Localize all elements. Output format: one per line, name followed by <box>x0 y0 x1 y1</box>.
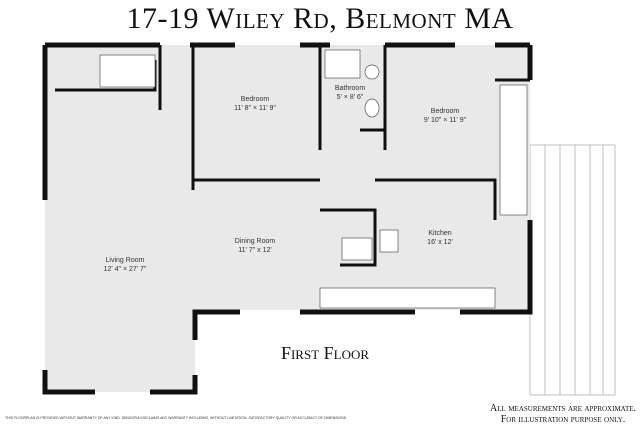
fixtures <box>99 49 528 309</box>
room-size: 9' 10" × 11' 9" <box>423 117 467 124</box>
walls <box>42 42 533 395</box>
room-name: Bedroom <box>430 108 460 115</box>
room-size: 5' × 8' 6" <box>336 94 364 101</box>
room-size: 12' 4" × 27' 7" <box>103 266 147 273</box>
room-size: 11' 7" x 12' <box>238 247 272 254</box>
room-bedroom-2: Bedroom 9' 10" × 11' 9" <box>405 107 485 125</box>
note-line-1: All measurements are approximate. <box>490 403 636 414</box>
room-bedroom-1: Bedroom 11' 8" × 11' 9" <box>215 95 295 113</box>
room-kitchen: Kitchen 16' x 12' <box>400 229 480 247</box>
room-name: Bathroom <box>334 85 366 92</box>
measurement-note: All measurements are approximate. For il… <box>490 403 636 425</box>
room-bathroom: Bathroom 5' × 8' 6" <box>325 84 375 102</box>
floor-label: First Floor <box>280 343 370 363</box>
shower <box>324 49 361 79</box>
room-dining: Dining Room 11' 7" x 12' <box>215 237 295 255</box>
toilet <box>364 98 380 118</box>
stairs <box>499 84 528 216</box>
counter <box>319 287 496 309</box>
fridge <box>341 237 373 261</box>
stove <box>379 229 399 253</box>
disclaimer: THIS FLOORPLAN IS PROVIDED WITHOUT WARRA… <box>5 416 348 420</box>
room-size: 11' 8" × 11' 9" <box>234 105 276 112</box>
room-size: 16' x 12' <box>427 239 453 246</box>
deck <box>529 144 616 396</box>
room-living: Living Room 12' 4" × 27' 7" <box>80 256 170 274</box>
stairs-top <box>99 54 156 88</box>
room-name: Bedroom <box>240 96 270 103</box>
room-name: Living Room <box>105 257 145 264</box>
sink <box>364 64 380 80</box>
room-name: Kitchen <box>428 230 452 237</box>
room-name: Dining Room <box>234 238 276 245</box>
plan-title: 17-19 Wiley Rd, Belmont MA <box>126 2 514 35</box>
note-line-2: For illustration purpose only. <box>500 414 626 425</box>
